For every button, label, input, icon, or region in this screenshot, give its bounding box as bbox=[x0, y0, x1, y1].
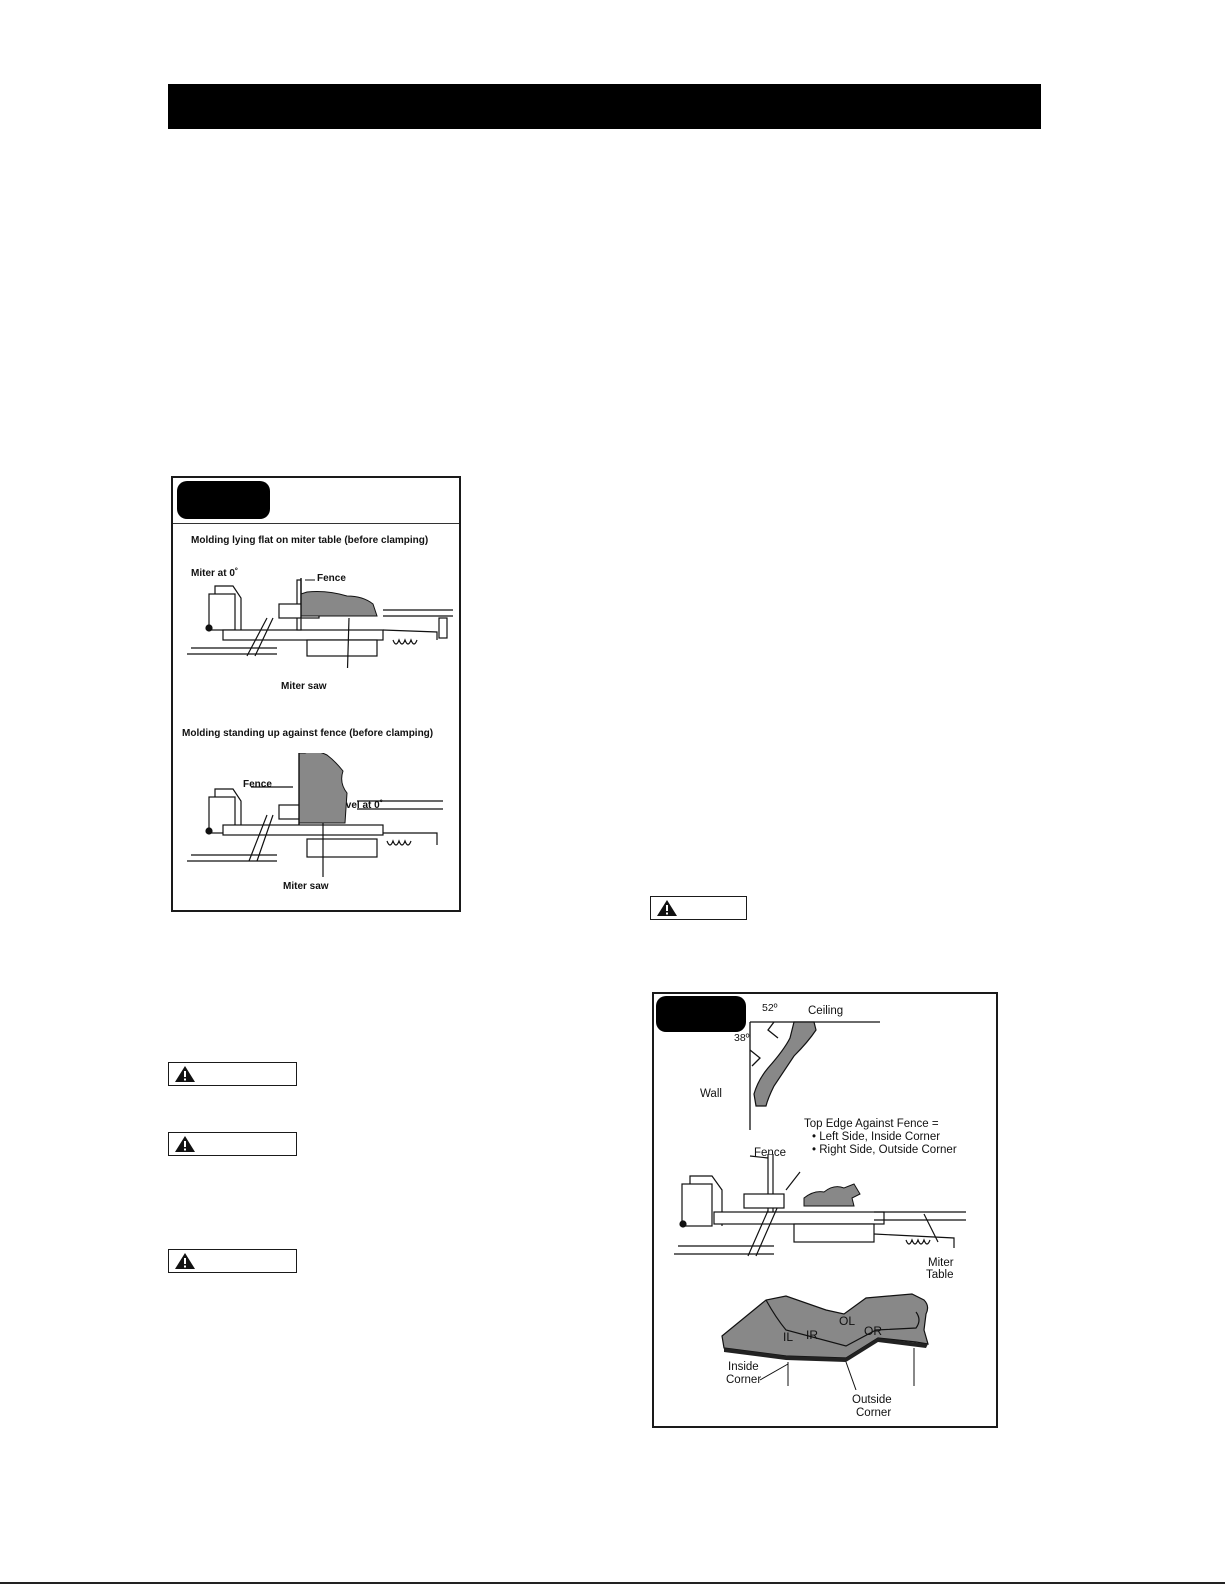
miter-saw-flat-illustration bbox=[187, 578, 453, 668]
crown-molding-corners-illustration bbox=[721, 1293, 929, 1390]
label-miter-at-0: Miter at 0˚ bbox=[191, 568, 239, 579]
label-il: IL bbox=[783, 1330, 794, 1344]
crown-molding-wall-illustration bbox=[749, 1021, 880, 1130]
label-wall: Wall bbox=[700, 1088, 722, 1100]
warning-tag-1 bbox=[168, 1062, 297, 1086]
miter-saw-standing-illustration bbox=[187, 753, 443, 877]
page-bottom-rule bbox=[0, 1582, 1225, 1584]
warning-triangle-icon bbox=[175, 1136, 195, 1152]
label-inside-corner-2: Corner bbox=[726, 1374, 762, 1386]
warning-tag-2 bbox=[168, 1132, 297, 1156]
figure-left-box: Molding lying flat on miter table (befor… bbox=[171, 476, 461, 912]
figure-left-tab bbox=[177, 481, 270, 519]
warning-triangle-icon bbox=[175, 1253, 195, 1269]
note-line-3: • Right Side, Outside Corner bbox=[812, 1144, 957, 1156]
warning-tag-right bbox=[650, 896, 747, 920]
figure-right-tab bbox=[656, 996, 746, 1032]
label-bevel-at-0: Bevel at 0˚ bbox=[333, 800, 384, 811]
caption-molding-standing: Molding standing up against fence (befor… bbox=[182, 728, 434, 739]
note-line-1: Top Edge Against Fence = bbox=[804, 1118, 939, 1130]
label-angle-52: 52º bbox=[762, 1002, 778, 1014]
label-angle-38: 38º bbox=[734, 1032, 750, 1044]
label-miter-saw-bottom: Miter saw bbox=[283, 881, 329, 892]
label-miter-saw-top: Miter saw bbox=[281, 681, 327, 692]
warning-triangle-icon bbox=[657, 900, 677, 916]
figure-right-box: 52º 38º Ceiling Wall Top Edge Against Fe… bbox=[652, 992, 998, 1428]
label-miter-table-2: Table bbox=[926, 1269, 954, 1281]
miter-saw-crown-illustration bbox=[674, 1154, 966, 1257]
caption-molding-flat: Molding lying flat on miter table (befor… bbox=[191, 535, 429, 546]
warning-tag-3 bbox=[168, 1249, 297, 1273]
warning-triangle-icon bbox=[175, 1066, 195, 1082]
label-ceiling: Ceiling bbox=[808, 1005, 844, 1017]
label-miter-table-1: Miter bbox=[928, 1257, 954, 1269]
label-outside-corner-2: Corner bbox=[856, 1407, 892, 1419]
label-fence: Fence bbox=[754, 1147, 786, 1159]
label-fence-bottom: Fence bbox=[243, 779, 272, 790]
label-outside-corner-1: Outside bbox=[852, 1394, 892, 1406]
label-ol: OL bbox=[839, 1314, 856, 1328]
figure-left-divider bbox=[173, 523, 459, 524]
page-header-bar bbox=[168, 84, 1041, 129]
label-fence-top: Fence bbox=[317, 573, 346, 584]
note-line-2: • Left Side, Inside Corner bbox=[812, 1131, 941, 1143]
label-ir: IR bbox=[806, 1328, 818, 1342]
label-inside-corner-1: Inside bbox=[728, 1361, 759, 1373]
label-or: OR bbox=[864, 1324, 882, 1338]
